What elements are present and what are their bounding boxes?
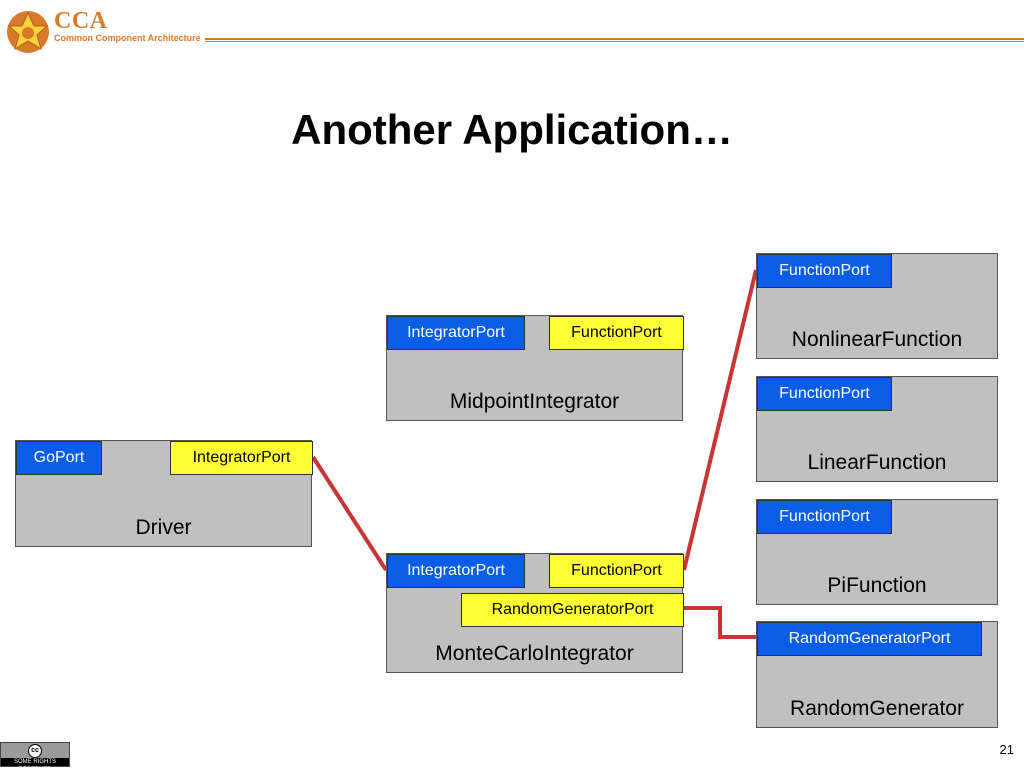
slide-title: Another Application… xyxy=(291,106,733,153)
pi-functionport[interactable]: FunctionPort xyxy=(757,500,892,534)
nonlinear-name: NonlinearFunction xyxy=(791,328,963,351)
page-number: 21 xyxy=(999,742,1014,757)
wire-montecarlo-to-nonlinear xyxy=(682,269,758,571)
component-random-generator[interactable]: RandomGeneratorPort RandomGenerator xyxy=(756,621,998,728)
driver-goport[interactable]: GoPort xyxy=(16,441,102,475)
brand: CCA Common Component Architecture xyxy=(54,8,201,43)
linear-name: LinearFunction xyxy=(807,451,947,474)
creative-commons-badge[interactable]: cc SOME RIGHTS RESERVED xyxy=(0,742,70,773)
montecarlo-functionport[interactable]: FunctionPort xyxy=(549,554,684,588)
driver-integratorport[interactable]: IntegratorPort xyxy=(170,441,313,475)
montecarlo-randomgeneratorport[interactable]: RandomGeneratorPort xyxy=(461,593,684,627)
wire-montecarlo-to-random xyxy=(684,606,756,639)
brand-name: CCA xyxy=(54,8,108,34)
license-badge-text: SOME RIGHTS RESERVED xyxy=(1,758,69,773)
driver-name: Driver xyxy=(135,516,192,539)
midpoint-integratorport[interactable]: IntegratorPort xyxy=(387,316,525,350)
component-pi-function[interactable]: FunctionPort PiFunction xyxy=(756,499,998,605)
wire-driver-to-montecarlo xyxy=(311,455,388,572)
linear-functionport[interactable]: FunctionPort xyxy=(757,377,892,411)
midpoint-name: MidpointIntegrator xyxy=(449,390,620,413)
component-montecarlo-integrator[interactable]: IntegratorPort FunctionPort RandomGenera… xyxy=(386,553,684,673)
nonlinear-functionport[interactable]: FunctionPort xyxy=(757,254,892,288)
component-linear-function[interactable]: FunctionPort LinearFunction xyxy=(756,376,998,482)
component-nonlinear-function[interactable]: FunctionPort NonlinearFunction xyxy=(756,253,998,359)
midpoint-functionport[interactable]: FunctionPort xyxy=(549,316,684,350)
montecarlo-name: MonteCarloIntegrator xyxy=(435,642,634,665)
random-name: RandomGenerator xyxy=(790,697,964,720)
cca-logo-icon xyxy=(7,11,49,53)
header-rule xyxy=(205,38,1024,43)
component-driver[interactable]: GoPort IntegratorPort Driver xyxy=(15,440,313,547)
pi-name: PiFunction xyxy=(827,574,927,597)
random-randomgeneratorport[interactable]: RandomGeneratorPort xyxy=(757,622,982,656)
component-midpoint-integrator[interactable]: IntegratorPort FunctionPort MidpointInte… xyxy=(386,315,684,421)
montecarlo-integratorport[interactable]: IntegratorPort xyxy=(387,554,525,588)
brand-subtitle: Common Component Architecture xyxy=(54,33,201,43)
cc-icon: cc xyxy=(28,744,42,758)
